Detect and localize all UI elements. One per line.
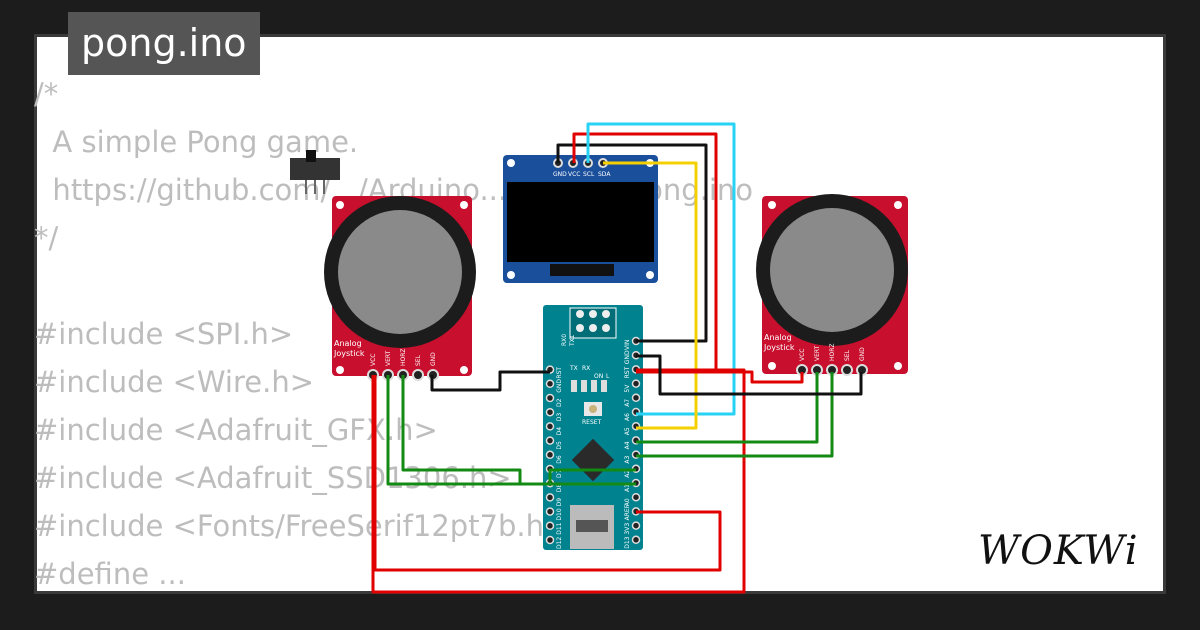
oled-pin-label: SDA — [598, 171, 611, 178]
joystick_right-pin-label: SEL — [844, 349, 851, 361]
joystick_right-pin-label: VERT — [814, 345, 821, 361]
nano-pin-label: D8 — [556, 484, 563, 493]
file-title: pong.ino — [68, 12, 260, 75]
code-line: #include <Adafruit_SSD1306.h> — [34, 461, 512, 495]
nano-pin-d4[interactable] — [545, 422, 555, 431]
wokwi-logo: WOKWi — [978, 528, 1139, 574]
wire-oled-scl — [586, 122, 736, 416]
code-line: #include <Fonts/FreeSerif12pt7b.h> — [34, 509, 569, 543]
nano-pin-label: A1 — [624, 484, 631, 492]
nano-pin-a7[interactable] — [631, 393, 641, 403]
wire-right-horz — [636, 372, 834, 458]
nano-pin-d13[interactable] — [631, 535, 641, 545]
oled-pin-label: GND — [553, 171, 567, 178]
joystick_right-pin-label: HORZ — [829, 343, 836, 361]
arduino-nano[interactable]: RX0 TX1 TX RX ON L RESET VINGNDRST5VA7A6… — [543, 305, 643, 550]
nano-pin-label: A0 — [624, 498, 631, 506]
nano-pin-label: D4 — [556, 427, 563, 436]
wires — [371, 122, 863, 594]
joystick_left-pin-label: HORZ — [400, 348, 407, 366]
nano-pin-label: D10 — [556, 508, 563, 520]
nano-pin-label: A6 — [624, 413, 631, 421]
wire-left-sel — [373, 375, 722, 572]
nano-pin-label: D6 — [556, 455, 563, 464]
nano-pin-5v[interactable] — [631, 379, 641, 388]
nano-pin-label: A2 — [624, 470, 631, 478]
joystick-left[interactable]: Analog Joystick VCC VERT HORZ SEL GND — [324, 196, 476, 381]
code-line: */ — [34, 221, 59, 255]
wire-left-gnd — [430, 370, 550, 392]
nano-pin-d10[interactable] — [545, 507, 555, 516]
joystick_right-pin-label: VCC — [799, 349, 806, 361]
nano-pin-d3[interactable] — [545, 407, 555, 417]
nano-pin-label: A4 — [624, 441, 631, 449]
joystick_right-pin-sel[interactable] — [841, 364, 853, 376]
nano-pin-d11[interactable] — [545, 521, 555, 531]
nano-pin-d9[interactable] — [545, 493, 555, 502]
joystick-left-label1: Analog — [334, 339, 362, 348]
nano-pin-gnd[interactable] — [545, 379, 555, 389]
code-line: #include <Adafruit_GFX.h> — [34, 413, 438, 447]
joystick_left-pin-sel[interactable] — [412, 369, 424, 381]
nano-pin-label: D12 — [556, 537, 563, 549]
nano-pin-label: A7 — [624, 399, 631, 407]
nano-pin-label: A5 — [624, 427, 631, 435]
nano-pin-label: D13 — [624, 536, 631, 548]
nano-pin-label: AREF — [624, 504, 631, 520]
nano-pin-label: D11 — [556, 522, 563, 534]
slide-switch[interactable] — [290, 150, 340, 194]
nano-pin-label: 5V — [624, 384, 631, 393]
nano-on-led-label: ON — [594, 373, 603, 380]
nano-rx-led-label: RX — [582, 365, 590, 372]
code-line: #include <Wire.h> — [34, 365, 315, 399]
nano-pin-a0[interactable] — [631, 492, 641, 502]
joystick_left-pin-label: VERT — [385, 350, 392, 366]
nano-pin-label: GND — [556, 379, 563, 393]
nano-pin-d12[interactable] — [545, 535, 555, 545]
wire-right-vcc — [636, 370, 804, 384]
wire-right-gnd — [636, 354, 863, 396]
oled-pin-label: VCC — [568, 171, 580, 178]
oled-pin-label: SCL — [583, 171, 595, 178]
nano-tx-led-label: TX — [569, 365, 578, 372]
wire-oled-gnd — [556, 143, 708, 343]
nano-pin-label: RST — [624, 366, 631, 378]
nano-pin-label: 3V3 — [624, 523, 631, 535]
nano-pin-label: D3 — [556, 413, 563, 422]
joystick_left-pin-label: VCC — [370, 354, 377, 366]
joystick-right-label2: Joystick — [763, 343, 795, 352]
nano-pin-d6[interactable] — [545, 450, 555, 460]
joystick-left-label2: Joystick — [333, 349, 365, 358]
wire-left-horz — [401, 375, 636, 486]
wire-left-vcc — [371, 368, 746, 594]
joystick_right-pin-label: GND — [859, 347, 866, 361]
joystick_left-pin-label: SEL — [415, 354, 422, 366]
code-line: /* — [34, 77, 59, 111]
nano-pin-label: D2 — [556, 398, 563, 407]
nano-pin-d2[interactable] — [545, 393, 555, 403]
nano-pin-d5[interactable] — [545, 436, 555, 445]
nano-pin-label: GND — [624, 350, 631, 364]
nano-pin-3v3[interactable] — [631, 521, 641, 530]
joystick-right-label1: Analog — [764, 333, 792, 342]
nano-pin-label: D7 — [556, 469, 563, 478]
nano-reset-label: RESET — [582, 419, 602, 426]
nano-pin-label: D5 — [556, 441, 563, 450]
nano-rx0-label: RX0 — [561, 334, 568, 346]
nano-tx1-label: TX1 — [569, 334, 576, 347]
nano-pin-label: VIN — [624, 340, 631, 350]
wire-oled-sda — [603, 161, 698, 430]
nano-pin-label: RST — [556, 367, 563, 379]
joystick-right[interactable]: Analog Joystick VCC VERT HORZ SEL GND — [756, 194, 908, 376]
code-line: #define ... — [34, 557, 186, 591]
nano-l-led-label: L — [606, 373, 610, 380]
joystick_left-pin-label: GND — [430, 352, 437, 366]
code-line: #include <SPI.h> — [34, 317, 294, 351]
nano-pin-label: A3 — [624, 455, 631, 463]
nano-pin-label: D9 — [556, 498, 563, 507]
